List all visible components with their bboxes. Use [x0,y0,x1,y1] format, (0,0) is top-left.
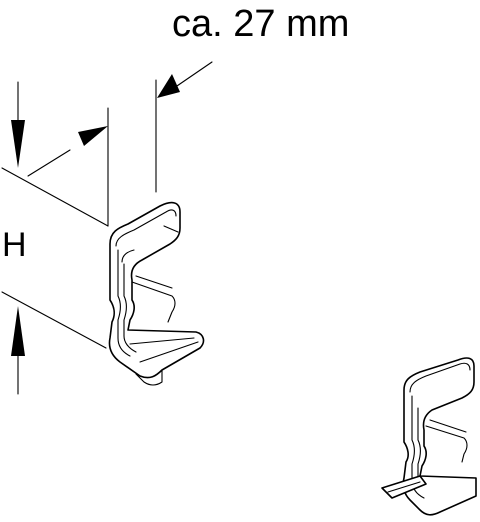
height-dimension-label: H [2,226,27,264]
width-dimension-lines [27,61,213,227]
clip-part-secondary [381,357,477,516]
height-arrow-top [11,120,25,168]
width-arrow-right [157,74,180,98]
height-dimension-lines [1,81,109,395]
width-arrow-left [78,126,108,146]
width-dimension-arrows [78,74,180,146]
height-arrow-bottom [11,306,25,356]
width-dimension-label: ca. 27 mm [172,3,349,45]
clip-part-main [108,201,205,386]
height-dimension-arrows [11,120,25,356]
